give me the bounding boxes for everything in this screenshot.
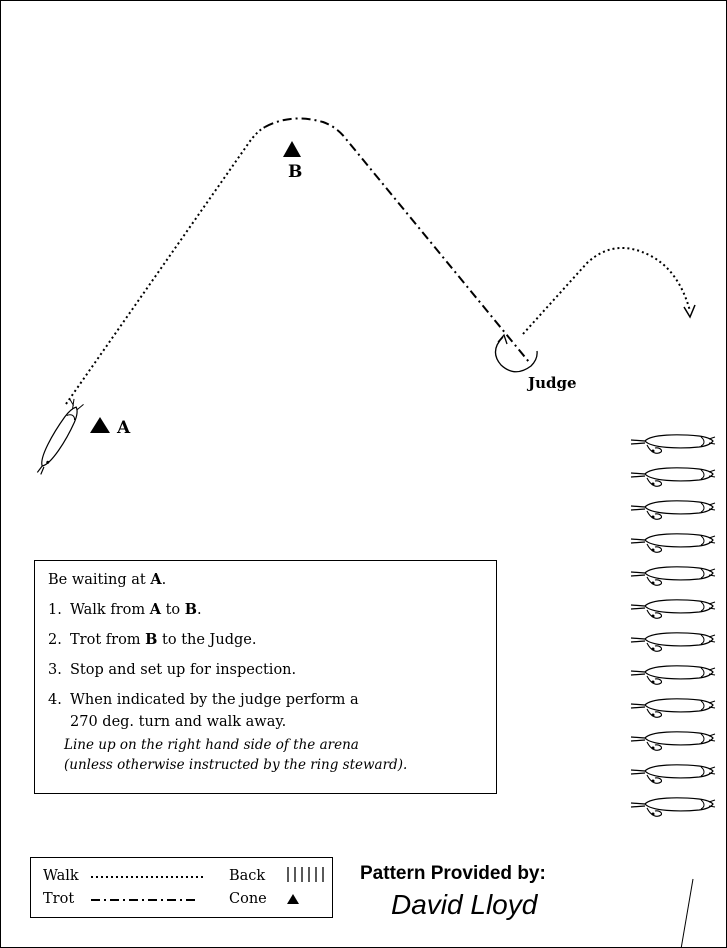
- lineup-animal-icon: [630, 566, 716, 586]
- lineup-animal-icon: [630, 764, 716, 784]
- lineup-animal-icon: [630, 665, 716, 685]
- walk-away-arrowhead-icon: [683, 304, 696, 319]
- lineup-group: [630, 434, 716, 817]
- step-3: 3. Stop and set up for inspection.: [48, 662, 297, 678]
- cone-b-icon: [283, 141, 301, 157]
- cone-a-label: A: [117, 418, 131, 438]
- credit-name: David Lloyd: [391, 889, 538, 920]
- cone-b-label: B: [288, 162, 303, 182]
- lineup-animal-icon: [630, 467, 716, 487]
- lineup-note: Line up on the right hand side of the ar…: [64, 737, 408, 773]
- legend-walk-label: Walk: [43, 868, 79, 884]
- credit-heading: Pattern Provided by:: [360, 863, 546, 884]
- lineup-animal-icon: [630, 500, 716, 520]
- exhibitor-icon: [36, 398, 84, 475]
- instructions-box: Be waiting at A. 1. Walk from A to B. 2.…: [34, 560, 497, 794]
- lineup-animal-icon: [630, 698, 716, 718]
- step-4: 4. When indicated by the judge perform a…: [48, 692, 359, 730]
- step-2: 2. Trot from B to the Judge.: [48, 631, 257, 648]
- lineup-animal-icon: [630, 632, 716, 652]
- corner-line: [680, 878, 694, 947]
- legend-trot-label: Trot: [43, 891, 75, 907]
- step-1: 1. Walk from A to B.: [48, 601, 202, 618]
- lineup-animal-icon: [630, 797, 716, 817]
- legend-back-label: Back: [229, 868, 266, 884]
- walk-path-a-to-b: [65, 126, 266, 405]
- lineup-animal-icon: [630, 731, 716, 751]
- turn-arrow: [494, 336, 538, 373]
- trot-path-b-to-judge: [264, 117, 530, 363]
- lineup-animal-icon: [630, 599, 716, 619]
- judge-label: Judge: [528, 374, 577, 392]
- walk-away-path: [522, 247, 691, 335]
- intro-line: Be waiting at A.: [48, 571, 167, 588]
- lineup-animal-icon: [630, 533, 716, 553]
- legend-cone-icon: [287, 894, 299, 904]
- cone-a-icon: [90, 417, 110, 433]
- lineup-animal-icon: [630, 434, 716, 454]
- legend-walk-swatch: [91, 876, 203, 878]
- turn-arrowhead-icon: [497, 333, 508, 345]
- legend-back-swatch: [287, 867, 324, 882]
- legend-box: Walk Trot Back Cone: [30, 857, 333, 918]
- legend-cone-label: Cone: [229, 891, 267, 907]
- legend-trot-swatch: [91, 899, 199, 901]
